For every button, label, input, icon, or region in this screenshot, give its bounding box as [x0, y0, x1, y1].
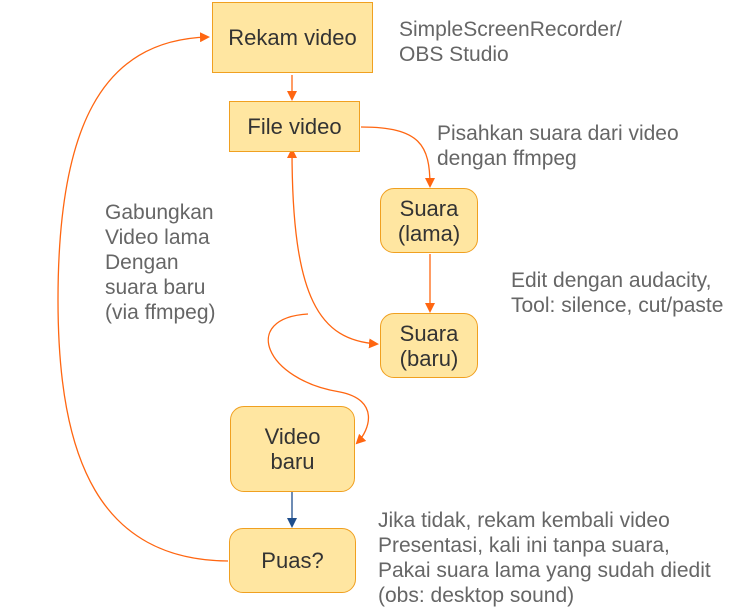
node-suara-lama-label: Suara (lama) — [397, 195, 461, 246]
node-file-video: File video — [229, 101, 360, 152]
node-video-baru: Video baru — [230, 406, 355, 492]
note-pisahkan: Pisahkan suara dari video dengan ffmpeg — [437, 122, 679, 170]
edge-gabungkan-to-video-baru — [267, 313, 370, 445]
note-recorder: SimpleScreenRecorder/ OBS Studio — [399, 18, 622, 66]
edge-file-to-suara-lama — [360, 126, 435, 188]
node-puas: Puas? — [229, 528, 356, 593]
note-jika: Jika tidak, rekam kembali video Presenta… — [378, 509, 711, 607]
node-rekam-video: Rekam video — [212, 2, 373, 73]
node-puas-label: Puas? — [261, 548, 324, 573]
node-file-video-label: File video — [247, 114, 342, 139]
edge-puas-to-rekam — [57, 32, 229, 562]
node-video-baru-label: Video baru — [264, 424, 321, 474]
node-suara-baru: Suara (baru) — [380, 313, 478, 378]
node-suara-lama: Suara (lama) — [380, 188, 478, 253]
edge-suara-baru-file-video — [287, 148, 379, 349]
note-edit: Edit dengan audacity, Tool: silence, cut… — [511, 269, 724, 317]
note-gabungkan: Gabungkan Video lama Dengan suara baru (… — [105, 201, 216, 324]
node-suara-baru-label: Suara (baru) — [399, 320, 459, 371]
node-rekam-video-label: Rekam video — [228, 25, 357, 50]
